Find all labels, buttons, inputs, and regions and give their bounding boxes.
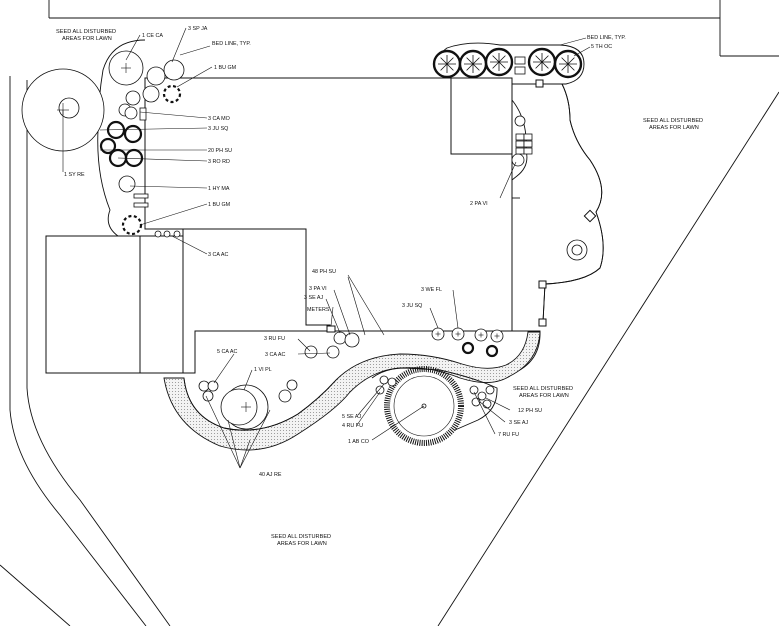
leader-lines (62, 27, 591, 469)
left-bed-plants (99, 50, 185, 238)
south-bed (163, 325, 541, 451)
callout-vi-pl: 1 VI PL (254, 367, 272, 373)
callout-bed-line-right: BED LINE, TYP. (587, 35, 626, 41)
callout-se-aj-3: 3 SE AJ (509, 420, 528, 426)
callout-ca-ac-mid: 3 CA AC (265, 352, 285, 358)
callout-ro-rd: 3 RO RD (208, 159, 230, 165)
seed-note-top-left-1: SEED ALL DISTURBED (56, 29, 116, 35)
callout-aj-re: 40 AJ RE (259, 472, 282, 478)
callout-meters: METERS (307, 307, 330, 313)
callout-ph-su-48: 48 PH SU (312, 269, 336, 275)
callout-ce-ca: 1 CE CA (142, 33, 163, 39)
bed-line-left (97, 39, 146, 237)
callout-se-aj-top: 3 SE AJ (304, 295, 323, 301)
callout-ru-fu-7: 7 RU FU (498, 432, 519, 438)
callout-pa-vi-3: 3 PA VI (309, 286, 327, 292)
callout-th-oc: 5 TH OC (591, 44, 612, 50)
seed-note-top-right-2: AREAS FOR LAWN (649, 125, 699, 131)
callout-se-aj-5: 5 SE AJ (342, 414, 361, 420)
callout-bu-gm-mid: 1 BU GM (208, 202, 231, 208)
callout-sp-ja: 3 SP JA (188, 26, 208, 32)
callout-ru-fu-4: 4 RU FU (342, 423, 363, 429)
callout-ca-mo: 3 CA MO (208, 116, 230, 122)
seed-note-bottom-1: SEED ALL DISTURBED (271, 534, 331, 540)
callout-bu-gm-top: 1 BU GM (214, 65, 237, 71)
callout-ru-fu-left: 3 RU FU (264, 336, 285, 342)
callout-sy-re: 1 SY RE (64, 172, 85, 178)
seed-note-mid-right-2: AREAS FOR LAWN (519, 393, 569, 399)
callout-ca-ac-left: 3 CA AC (208, 252, 228, 258)
callout-ab-co: 1 AB CO (348, 439, 369, 445)
seed-note-top-left-2: AREAS FOR LAWN (62, 36, 112, 42)
callout-bed-line-left: BED LINE, TYP. (212, 41, 251, 47)
seed-note-bottom-2: AREAS FOR LAWN (277, 541, 327, 547)
seed-notes: SEED ALL DISTURBED AREAS FOR LAWN SEED A… (56, 29, 703, 547)
seed-note-top-right-1: SEED ALL DISTURBED (643, 118, 703, 124)
callout-ca-ac-5: 5 CA AC (217, 349, 237, 355)
callout-we-fl: 3 WE FL (421, 287, 442, 293)
callout-hy-ma: 1 HY MA (208, 186, 230, 192)
fence-path (535, 79, 604, 327)
callout-ju-sq-right: 3 JU SQ (402, 303, 422, 309)
building-footprint (45, 77, 513, 374)
callout-ju-sq-left: 3 JU SQ (208, 126, 228, 132)
seed-note-mid-right-1: SEED ALL DISTURBED (513, 386, 573, 392)
east-bed (511, 99, 533, 330)
callout-ph-su-20: 20 PH SU (208, 148, 232, 154)
plant-callouts: 1 CE CA 3 SP JA BED LINE, TYP. 1 BU GM 3… (64, 26, 626, 478)
callout-pa-vi-2: 2 PA VI (470, 201, 488, 207)
tree-ab-co (371, 366, 498, 446)
callout-ph-su-12: 12 PH SU (518, 408, 542, 414)
